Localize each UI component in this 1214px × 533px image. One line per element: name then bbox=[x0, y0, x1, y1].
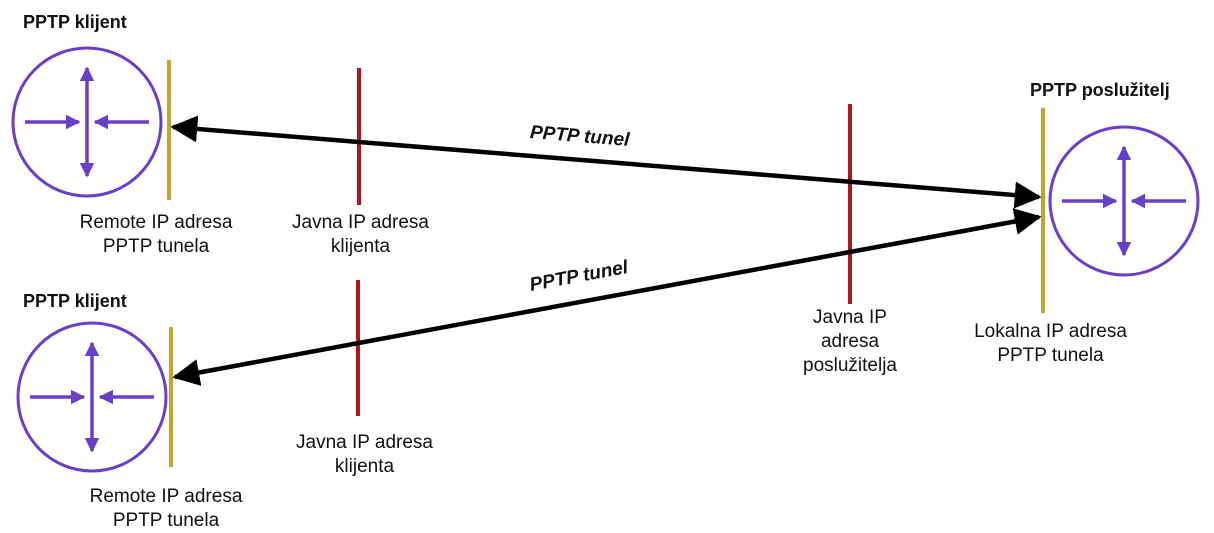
label-line: klijenta bbox=[330, 236, 391, 257]
server-public-ip-label: Javna IP adresa poslužitelja bbox=[790, 306, 910, 378]
tunnel-arrow-top bbox=[170, 115, 1042, 209]
label-line: Javna IP adresa bbox=[292, 212, 429, 233]
label-line: PPTP tunela bbox=[102, 236, 210, 257]
router-icon bbox=[1048, 125, 1200, 277]
client-bottom-public-ip-label: Javna IP adresa klijenta bbox=[272, 431, 457, 479]
label-line: PPTP tunela bbox=[997, 345, 1104, 366]
client-top-remote-ip-label: Remote IP adresa PPTP tunela bbox=[56, 211, 256, 259]
router-icon bbox=[16, 321, 168, 473]
label-line: Remote IP adresa bbox=[89, 486, 243, 507]
label-line: adresa bbox=[820, 331, 880, 352]
server-local-ip-label: Lokalna IP adresa PPTP tunela bbox=[948, 320, 1153, 368]
tunnel-arrow-bottom bbox=[172, 208, 1042, 386]
client-bottom-title: PPTP klijent bbox=[23, 291, 127, 311]
router-icon bbox=[11, 46, 163, 198]
label-line: Javna IP adresa bbox=[296, 432, 433, 453]
label-line: Lokalna IP adresa bbox=[974, 321, 1127, 342]
client-bottom-remote-ip-label: Remote IP adresa PPTP tunela bbox=[61, 485, 271, 533]
label-line: PPTP tunela bbox=[112, 510, 220, 531]
label-line: klijenta bbox=[334, 456, 395, 477]
client-top-public-ip-label: Javna IP adresa klijenta bbox=[268, 211, 453, 259]
server-title: PPTP poslužitelj bbox=[1030, 80, 1170, 100]
label-line: poslužitelja bbox=[803, 355, 897, 376]
client-top-title: PPTP klijent bbox=[23, 12, 127, 32]
label-line: Javna IP bbox=[813, 307, 887, 328]
label-line: Remote IP adresa bbox=[79, 212, 233, 233]
